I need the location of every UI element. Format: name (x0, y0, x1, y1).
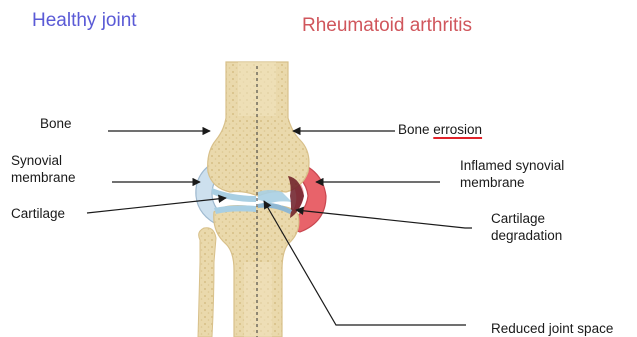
label-inflamed-synovial-membrane: Inflamed synovial membrane (460, 157, 564, 191)
label-synovial-line1: Synovial (11, 152, 76, 169)
label-bone-erosion: Bone errosion (398, 121, 482, 138)
label-cartilage-deg-line2: degradation (491, 227, 562, 244)
label-cartilage-degradation: Cartilage degradation (491, 210, 562, 244)
fibula-bone (198, 228, 216, 337)
healthy-joint-heading: Healthy joint (32, 10, 137, 32)
rheumatoid-arthritis-heading: Rheumatoid arthritis (302, 15, 472, 37)
label-synovial-membrane: Synovial membrane (11, 152, 76, 186)
label-bone-erosion-word1: Bone (398, 122, 430, 137)
arrow-cartilage-degradation (296, 210, 472, 228)
label-bone: Bone (40, 115, 72, 132)
label-inflamed-line1: Inflamed synovial (460, 157, 564, 174)
label-inflamed-line2: membrane (460, 174, 564, 191)
label-cartilage: Cartilage (11, 205, 65, 222)
label-reduced-joint-space: Reduced joint space (491, 320, 613, 337)
label-synovial-line2: membrane (11, 169, 76, 186)
label-cartilage-deg-line1: Cartilage (491, 210, 562, 227)
label-bone-erosion-word2: errosion (433, 122, 482, 137)
